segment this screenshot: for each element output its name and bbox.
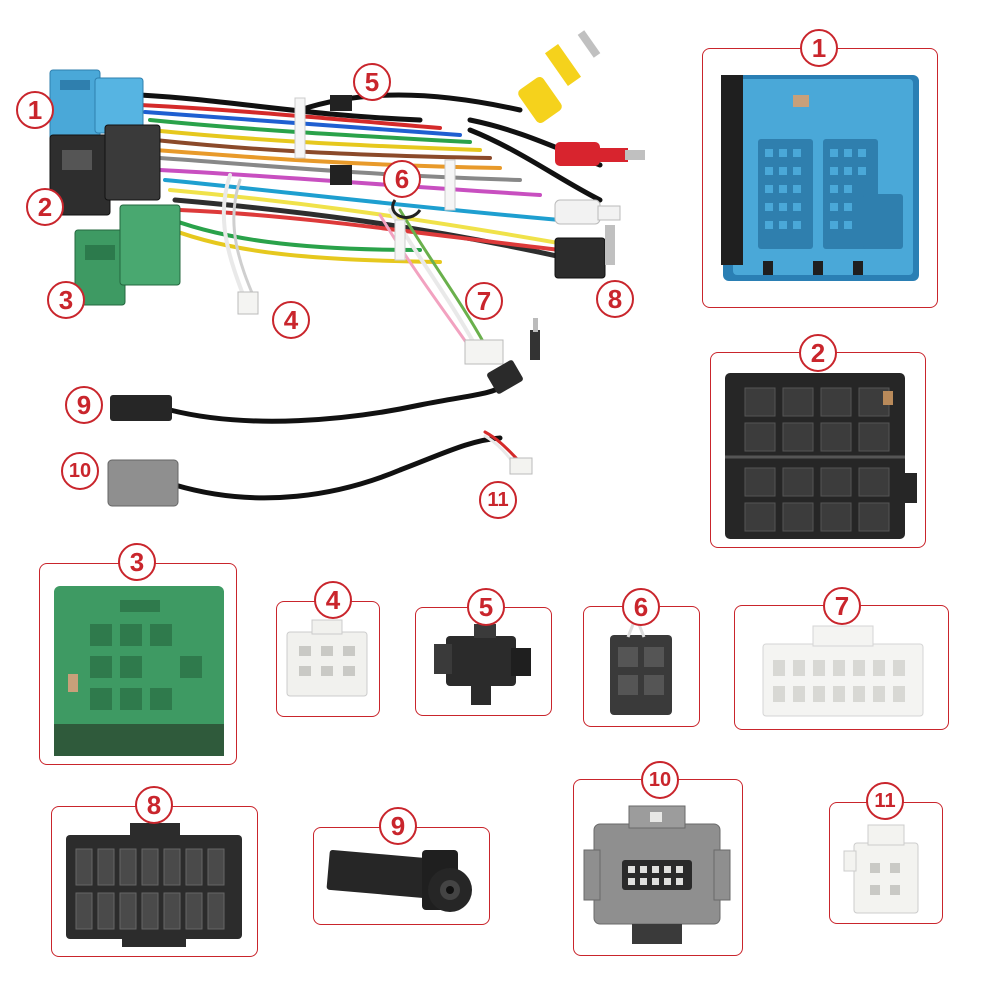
harness-connector-10: [107, 459, 179, 507]
callout-8: 8: [596, 280, 634, 318]
harness-illustration: [49, 30, 645, 507]
callout-1: 1: [16, 91, 54, 129]
callout-9: 9: [65, 386, 103, 424]
detail-11-badge: 11: [866, 782, 904, 820]
connector-3-image: [54, 586, 224, 756]
callout-5: 5: [353, 63, 391, 101]
harness-connector-4: [237, 291, 259, 315]
connector-10-image: [583, 805, 731, 944]
callout-2: 2: [26, 188, 64, 226]
detail-8-badge: 8: [135, 786, 173, 824]
harness-connector-7: [464, 339, 504, 365]
detail-7-badge: 7: [823, 587, 861, 625]
detail-box-1: [702, 48, 938, 308]
detail-box-3: [39, 563, 237, 765]
callout-4: 4: [272, 301, 310, 339]
detail-6-badge: 6: [622, 588, 660, 626]
callout-6: 6: [383, 160, 421, 198]
detail-box-7: [734, 605, 949, 730]
detail-box-2: [710, 352, 926, 548]
harness-connector-3: [74, 204, 181, 306]
connector-1-image: [721, 75, 919, 281]
detail-3-badge: 3: [118, 543, 156, 581]
detail-1-badge: 1: [800, 29, 838, 67]
harness-connector-11: [509, 457, 533, 475]
rca-red-plug: [555, 142, 645, 166]
harness-connector-2: [49, 124, 161, 216]
harness-jack-plug: [487, 318, 540, 394]
detail-4-badge: 4: [314, 581, 352, 619]
harness-connector-6: [330, 165, 352, 185]
detail-5-badge: 5: [467, 588, 505, 626]
connector-8-image: [66, 823, 242, 947]
callout-11: 11: [479, 481, 517, 519]
detail-9-badge: 9: [379, 807, 417, 845]
connector-7-image: [762, 625, 924, 717]
detail-10-badge: 10: [641, 761, 679, 799]
harness-connector-1: [49, 69, 144, 141]
detail-box-8: [51, 806, 258, 957]
wire-bundle: [137, 92, 603, 501]
rca-white-plug: [554, 199, 621, 265]
callout-3: 3: [47, 281, 85, 319]
connector-4-image: [286, 619, 368, 697]
connector-5-image: [434, 624, 531, 705]
harness-connector-5: [330, 95, 352, 111]
rca-yellow-plug: [518, 30, 601, 124]
connector-2-image: [725, 373, 917, 539]
connector-11-image: [843, 824, 919, 914]
connector-6-image: [610, 612, 672, 715]
harness-connector-9: [110, 395, 172, 421]
callout-7: 7: [465, 282, 503, 320]
connector-9-image: [326, 849, 472, 912]
detail-2-badge: 2: [799, 334, 837, 372]
harness-connector-8: [554, 237, 606, 279]
detail-box-11: [829, 802, 943, 924]
detail-box-4: [276, 601, 380, 717]
callout-10: 10: [61, 452, 99, 490]
detail-box-10: [573, 779, 743, 956]
